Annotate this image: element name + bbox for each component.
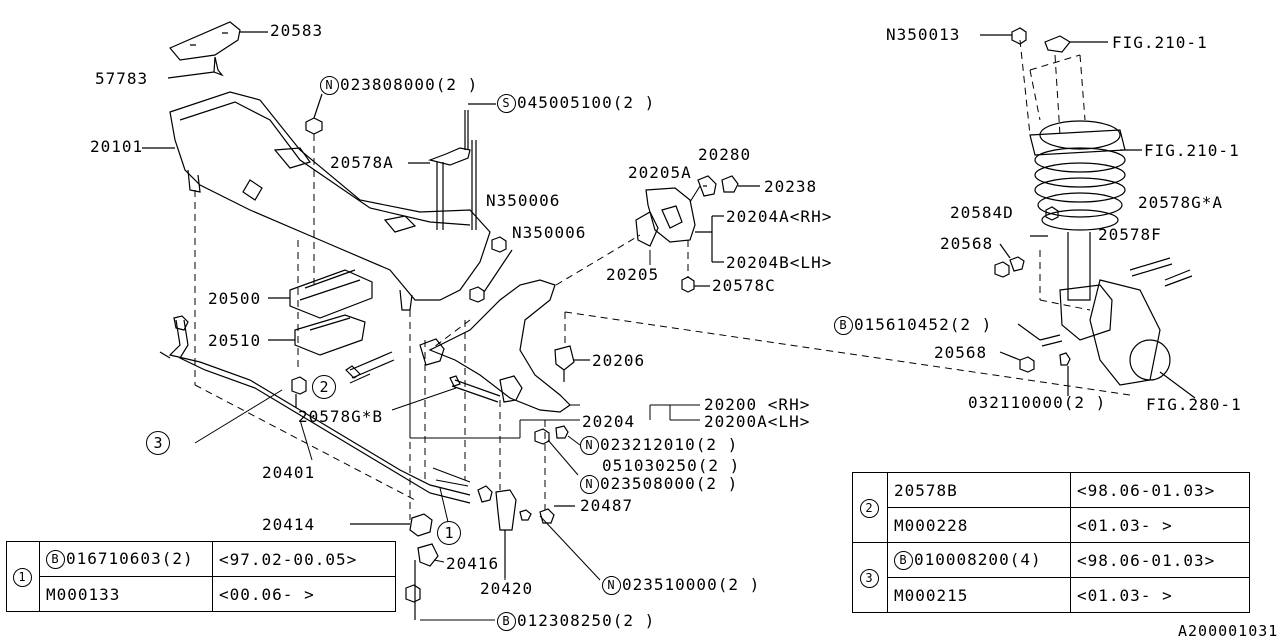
part-number: 012308250(2 )	[517, 611, 656, 630]
part-number: 023510000(2 )	[622, 575, 761, 594]
label-20414: 20414	[262, 515, 316, 534]
n-prefix-icon: N	[602, 576, 621, 595]
table-cell-part: M000133	[39, 576, 213, 612]
knuckle	[1089, 279, 1161, 386]
label-032110000: 032110000(2 )	[968, 393, 1107, 412]
b-prefix-icon: B	[834, 316, 853, 335]
crossmember-20101	[169, 91, 491, 301]
part-number: 015610452(2 )	[854, 315, 993, 334]
label-20584D: 20584D	[950, 203, 1014, 222]
n-prefix-icon: N	[580, 475, 599, 494]
part-number: 023508000(2 )	[600, 474, 739, 493]
table-cell-date: <97.02-00.05>	[212, 541, 396, 577]
table-cell-part: M000228	[887, 507, 1071, 543]
bushing-20205	[635, 211, 659, 247]
callout-1: 1	[13, 567, 32, 587]
label-20204: 20204	[582, 412, 636, 431]
label-20200A: 20200A<LH>	[704, 412, 811, 431]
table-cell-date: <01.03- >	[1070, 577, 1250, 613]
table-cell-date: <98.06-01.03>	[1070, 472, 1250, 508]
label-20238: 20238	[764, 177, 818, 196]
table-row-number: 2	[852, 472, 888, 543]
table-row-number: 1	[6, 541, 40, 612]
label-20578F: 20578F	[1098, 225, 1162, 244]
bracket-20500	[289, 269, 373, 319]
label-20578C: 20578C	[712, 276, 776, 295]
ball-joint-20206	[554, 345, 575, 382]
bracket-20583	[169, 21, 241, 61]
label-20401: 20401	[262, 463, 316, 482]
callout-3: 3	[146, 431, 170, 455]
label-fig210-top: FIG.210-1	[1112, 33, 1208, 52]
label-n350013: N350013	[886, 25, 961, 44]
label-20578GB: 20578G*B	[298, 407, 384, 426]
part-number: 010008200(4)	[914, 550, 1042, 569]
label-20205A: 20205A	[628, 163, 692, 182]
link-20420	[495, 489, 517, 531]
label-20500: 20500	[208, 289, 262, 308]
label-20101: 20101	[90, 137, 144, 156]
label-20200: 20200 <RH>	[704, 395, 811, 414]
label-20416: 20416	[446, 554, 500, 573]
callout-3: 3	[860, 568, 879, 588]
callout-2: 2	[312, 375, 336, 399]
diagram-code: A200001031	[1178, 622, 1279, 640]
n-prefix-icon: N	[320, 76, 339, 95]
label-20206: 20206	[592, 351, 646, 370]
label-20568-b: 20568	[934, 343, 988, 362]
bushing-20414	[409, 513, 433, 537]
part-number: 045005100(2 )	[517, 93, 656, 112]
table-cell-date: <01.03- >	[1070, 507, 1250, 543]
label-20204A: 20204A<RH>	[726, 207, 833, 226]
b-prefix-icon: B	[497, 612, 516, 631]
part-number: 016710603(2)	[66, 549, 194, 568]
label-20420: 20420	[480, 579, 534, 598]
callout-1: 1	[437, 521, 461, 545]
table-cell-date: <00.06- >	[212, 576, 396, 612]
label-20568-a: 20568	[940, 234, 994, 253]
label-20204B: 20204B<LH>	[726, 253, 833, 272]
callout-2: 2	[860, 498, 879, 518]
s-prefix-icon: S	[497, 94, 516, 113]
table-cell-date: <98.06-01.03>	[1070, 542, 1250, 578]
label-20205: 20205	[606, 265, 660, 284]
label-051030250: 051030250(2 )	[602, 456, 741, 475]
label-fig280: FIG.280-1	[1146, 395, 1242, 414]
label-n350006-a: N350006	[486, 191, 561, 210]
bracket-20510	[294, 314, 366, 356]
label-fig210-mid: FIG.210-1	[1144, 141, 1240, 160]
stabilizer-20401	[168, 319, 471, 504]
b-prefix-icon: B	[894, 551, 913, 570]
label-20578A: 20578A	[330, 153, 394, 172]
b-prefix-icon: B	[46, 550, 65, 569]
part-number: 023212010(2 )	[600, 435, 739, 454]
n-prefix-icon: N	[580, 436, 599, 455]
lower-arm-20200	[428, 279, 571, 413]
label-20583: 20583	[270, 21, 324, 40]
label-20578GA: 20578G*A	[1138, 193, 1224, 212]
label-20510: 20510	[208, 331, 262, 350]
label-n350006-b: N350006	[512, 223, 587, 242]
table-cell-part: 20578B	[887, 472, 1071, 508]
label-20280: 20280	[698, 145, 752, 164]
part-number: 023808000(2 )	[340, 75, 479, 94]
label-20487: 20487	[580, 496, 634, 515]
table-cell-part: M000215	[887, 577, 1071, 613]
label-57783: 57783	[95, 69, 149, 88]
table-row-number: 3	[852, 542, 888, 613]
variant-table-2: 2 20578B <98.06-01.03> M000228 <01.03- >…	[852, 472, 1250, 613]
